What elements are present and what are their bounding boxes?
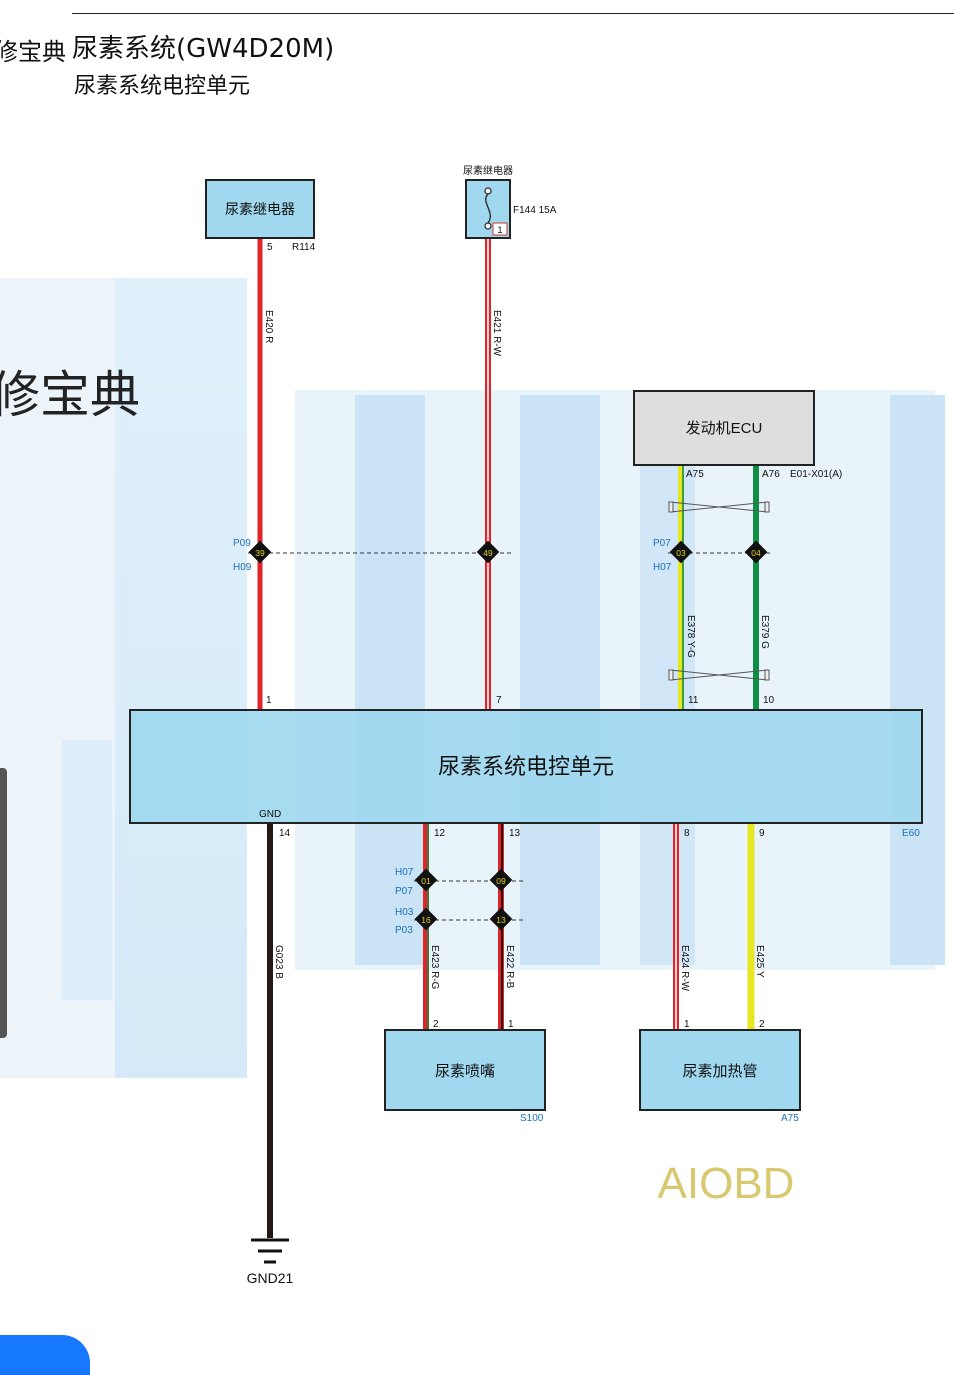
connector-diamond-09 xyxy=(489,868,513,892)
wire-label-e423: E423 R-G xyxy=(429,945,440,990)
connector-diamond-49 xyxy=(476,540,500,564)
twisted-pair-bottom xyxy=(668,669,770,681)
urea-relay-label: 尿素继电器 xyxy=(225,201,295,217)
dcu-pin-13: 13 xyxy=(509,828,521,839)
page-header: 修宝典 尿素系统(GW4D20M) 尿素系统电控单元 xyxy=(0,0,954,110)
wire-label-e425: E425 Y xyxy=(754,945,765,978)
connector-label-p07-lower: P07 xyxy=(395,886,413,897)
urea-relay-box xyxy=(205,179,315,239)
urea-dcu-label: 尿素系统电控单元 xyxy=(438,754,614,779)
wire-label-e422: E422 R-B xyxy=(504,945,515,989)
dcu-pin-7: 7 xyxy=(496,695,502,706)
connector-diamond-13 xyxy=(489,907,513,931)
ecu-connector: E01-X01(A) xyxy=(790,469,842,480)
twisted-pair-top xyxy=(668,501,770,513)
corner-action-tab[interactable] xyxy=(0,1335,90,1375)
wire-label-e420: E420 R xyxy=(263,310,274,343)
connector-label-p03: P03 xyxy=(395,925,413,936)
injector-pin-1: 1 xyxy=(508,1019,514,1030)
engine-ecu-box xyxy=(633,390,815,466)
dcu-pin-1: 1 xyxy=(266,695,272,706)
page-title: 尿素系统(GW4D20M) xyxy=(72,34,335,64)
fuse-terminal-bottom xyxy=(484,222,492,230)
urea-relay-code: R114 xyxy=(292,242,316,253)
fuse-terminal-top xyxy=(484,187,492,195)
connector-label-h03: H03 xyxy=(395,907,414,918)
engine-ecu-label: 发动机ECU xyxy=(686,420,763,437)
connector-label-h07-lower: H07 xyxy=(395,867,414,878)
fuse-pin: 1 xyxy=(497,225,502,235)
connector-pin-49: 49 xyxy=(483,548,493,558)
brand-label: 修宝典 xyxy=(0,38,66,66)
connector-pin-04: 04 xyxy=(751,548,761,558)
connector-pin-16: 16 xyxy=(421,915,431,925)
wire-label-g023: G023 B xyxy=(273,945,284,979)
wire-label-e424: E424 R-W xyxy=(679,945,690,992)
fuse-caption: 尿素继电器 xyxy=(463,164,513,177)
ground-label: GND21 xyxy=(247,1270,294,1286)
connector-label-h07: H07 xyxy=(653,562,672,573)
urea-injector-label: 尿素喷嘴 xyxy=(435,1063,495,1080)
connector-diamond-01 xyxy=(414,868,438,892)
fuse-label: F144 15A xyxy=(513,205,557,216)
connector-pin-39: 39 xyxy=(255,548,265,558)
dcu-code: E60 xyxy=(902,828,920,839)
connector-pin-09: 09 xyxy=(496,876,506,886)
watermark-side-text: 修宝典 xyxy=(0,367,140,423)
connector-label-p07: P07 xyxy=(653,538,671,549)
dcu-pin-9: 9 xyxy=(759,828,765,839)
connector-label-p09: P09 xyxy=(233,538,251,549)
side-scroll-handle[interactable] xyxy=(0,768,7,1038)
urea-injector-box xyxy=(384,1029,546,1111)
connector-label-h09: H09 xyxy=(233,562,252,573)
urea-relay-pin: 5 xyxy=(267,242,273,253)
urea-dcu-box xyxy=(129,709,923,824)
connector-diamond-03 xyxy=(669,540,693,564)
wire-label-e421: E421 R-W xyxy=(491,310,502,357)
heater-pin-1: 1 xyxy=(684,1019,690,1030)
dcu-pin-8: 8 xyxy=(684,828,690,839)
connector-pin-13: 13 xyxy=(496,915,506,925)
injector-pin-2: 2 xyxy=(433,1019,439,1030)
connector-pin-03: 03 xyxy=(676,548,686,558)
heater-code: A75 xyxy=(781,1113,799,1124)
dcu-pin-11: 11 xyxy=(688,695,699,706)
wire-label-e378: E378 Y-G xyxy=(685,615,696,658)
connector-pin-01: 01 xyxy=(421,876,431,886)
heater-pin-2: 2 xyxy=(759,1019,765,1030)
aiobd-watermark: AIOBD xyxy=(658,1159,795,1208)
dcu-pin-14: 14 xyxy=(279,828,291,839)
dcu-gnd-label: GND xyxy=(259,809,281,820)
connector-diamond-04 xyxy=(744,540,768,564)
urea-heater-label: 尿素加热管 xyxy=(682,1063,757,1080)
ecu-pin-a: A75 xyxy=(686,469,704,480)
fuse-pin-badge xyxy=(492,222,508,236)
watermark-background xyxy=(0,278,945,1078)
injector-code: S100 xyxy=(520,1113,544,1124)
dcu-pin-12: 12 xyxy=(434,828,446,839)
dcu-pin-10: 10 xyxy=(763,695,775,706)
ecu-pin-b: A76 xyxy=(762,469,780,480)
connector-diamond-16 xyxy=(414,907,438,931)
header-rule xyxy=(72,13,954,14)
urea-heater-box xyxy=(639,1029,801,1111)
ground-icon xyxy=(251,1238,289,1264)
wire-label-e379: E379 G xyxy=(759,615,770,649)
fuse-element-icon xyxy=(485,193,491,224)
page-subtitle: 尿素系统电控单元 xyxy=(74,74,251,99)
